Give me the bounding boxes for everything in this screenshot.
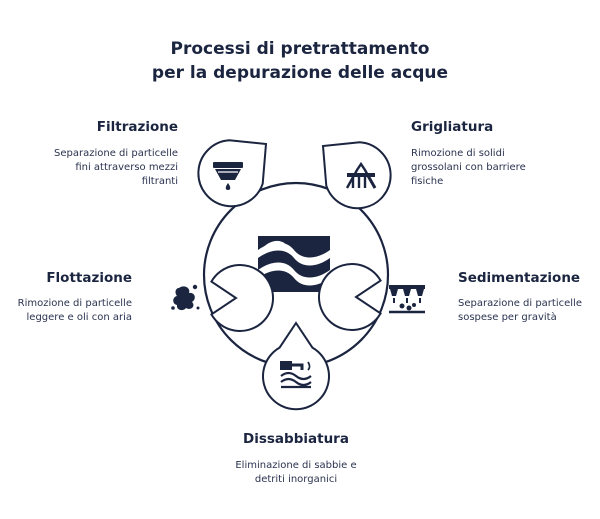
filtrazione-desc-line-3: filtranti xyxy=(142,176,178,187)
filtrazione-title: Filtrazione xyxy=(97,119,178,135)
grigliatura-desc-line-3: fisiche xyxy=(411,176,443,187)
flottazione-desc-line-1: Rimozione di particelle xyxy=(18,298,132,309)
sedimentazione-title: Sedimentazione xyxy=(458,270,580,286)
dissabbiatura-desc-line-1: Eliminazione di sabbie e xyxy=(235,460,356,471)
bar-screen-icon xyxy=(345,161,377,189)
sedimentazione-node xyxy=(318,263,425,331)
flottazione-title: Flottazione xyxy=(46,270,132,286)
grigliatura-desc-line-1: Rimozione di solidi xyxy=(411,148,505,159)
diagram-title-line-2: per la depurazione delle acque xyxy=(152,63,448,83)
diagram-title-line-1: Processi di pretrattamento xyxy=(171,39,430,59)
grigliatura-node xyxy=(321,141,392,210)
dissabbiatura-title: Dissabbiatura xyxy=(243,431,349,447)
filtrazione-desc-line-2: fini attraverso mezzi xyxy=(75,162,178,173)
oil-splash-icon xyxy=(171,284,200,311)
grigliatura-title: Grigliatura xyxy=(411,119,493,135)
sedimentazione-desc-line-2: sospese per gravità xyxy=(458,311,557,323)
filtrazione-desc-line-1: Separazione di particelle xyxy=(54,148,178,159)
settling-tanks-icon xyxy=(389,285,425,314)
flottazione-node xyxy=(171,264,274,332)
dissabbiatura-node xyxy=(262,321,330,411)
dissabbiatura-desc-line-2: detriti inorganici xyxy=(255,474,337,485)
grigliatura-desc-line-2: grossolani con barriere xyxy=(411,162,526,173)
flottazione-desc-line-2: leggere e oli con aria xyxy=(27,312,132,323)
filtrazione-node xyxy=(197,139,268,208)
grit-removal-icon xyxy=(280,361,312,389)
filter-drop-icon xyxy=(213,162,243,190)
sedimentazione-desc-line-1: Separazione di particelle xyxy=(458,298,582,309)
